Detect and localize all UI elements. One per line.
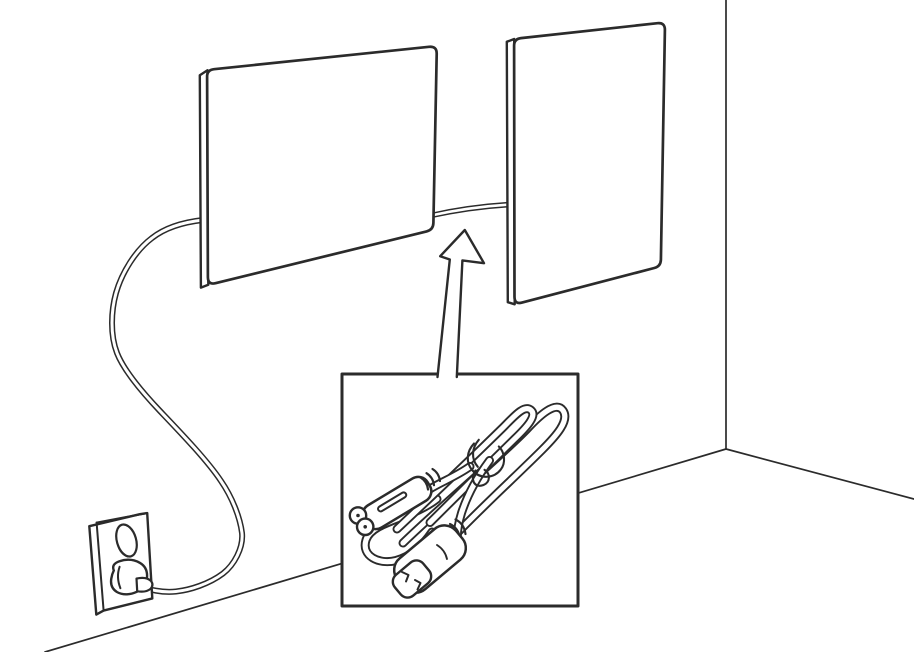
panel-left [198,45,439,289]
tie-wrap-outer [466,442,506,478]
power-cord [348,402,570,599]
panel-right-side-edge [505,37,516,306]
tie-wrap-inner [472,438,480,468]
cord-connector-c14 [391,518,468,599]
panel-left-face [205,45,439,285]
c14-face-slot-left [401,571,410,583]
power-cable-core [110,218,244,594]
panel-right [505,21,667,306]
outlet-plate-top-bevel [95,512,149,524]
interconnect-cable-core [429,203,512,217]
tie-tail-loop [471,468,490,487]
outlet-upper-socket [115,523,138,558]
interconnect-cable [428,201,513,219]
panel-right-face [512,21,667,305]
outlet-upper-socket-depth-line [117,544,129,558]
c14-face-group [391,559,433,599]
c14-mold-line [436,544,448,560]
c7-pinhole-top [356,513,360,518]
outlet-plug-boot [135,576,154,593]
cord-strand-to-c7 [424,462,475,494]
outlet-plug-seam [117,565,122,590]
floor-line-right [725,448,914,500]
c14-face [391,559,433,599]
outlet-plate-side-bevel [95,521,105,612]
callout-arrow [436,228,486,379]
cord-tie-band [466,438,506,487]
cord-connector-c7 [348,467,442,537]
wall-outlet [88,511,154,616]
c14-face-slot-right [414,579,422,591]
c7-slot-group [377,491,408,513]
c7-pinhole-bottom [363,525,368,529]
power-cable [109,217,246,595]
c7-strain-relief-ridges [419,467,442,491]
cord-strand-c7-core [426,463,473,493]
c7-slot [377,491,408,513]
